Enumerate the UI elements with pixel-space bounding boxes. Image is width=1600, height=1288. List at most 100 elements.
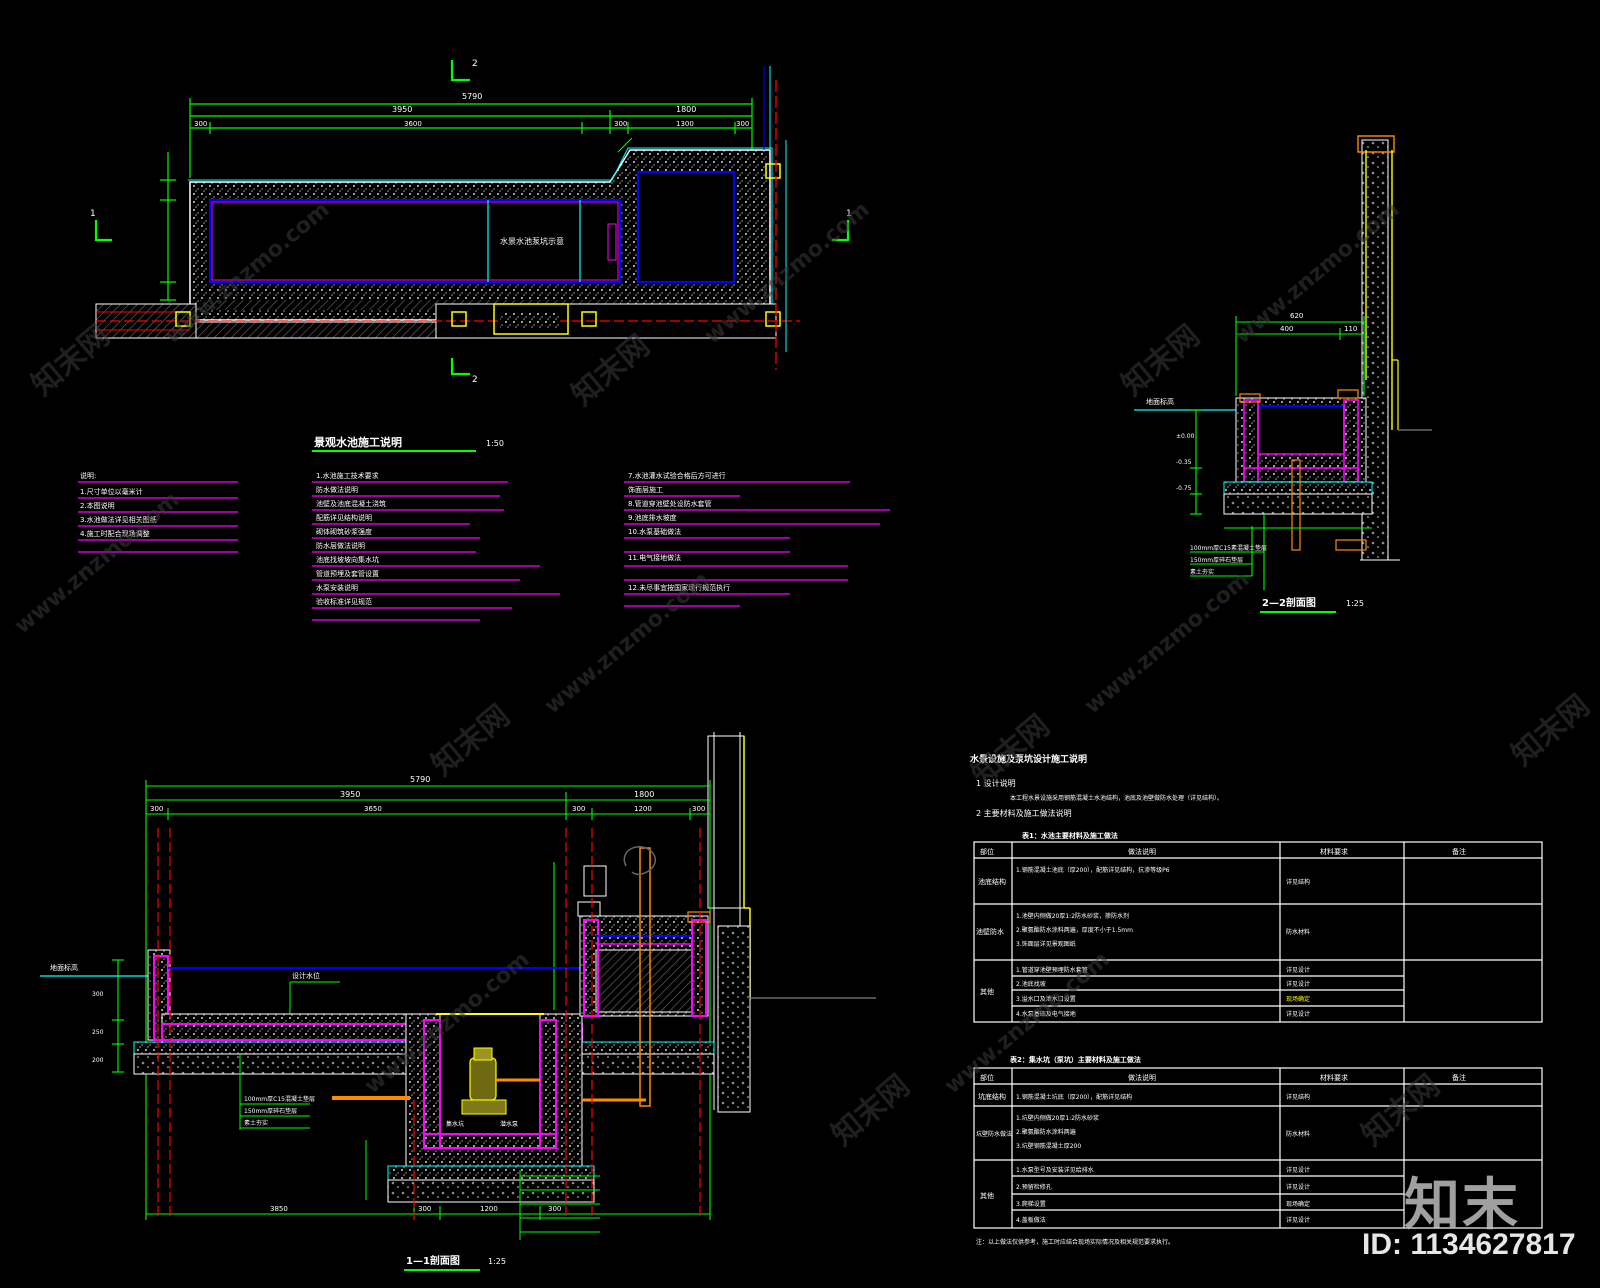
spec-title: 水景设施及泵坑设计施工说明 <box>970 753 1087 765</box>
table1-caption: 表1：水池主要材料及施工做法 <box>1021 831 1118 840</box>
plan-pump-pit <box>637 171 735 283</box>
notes-col1: 说明: 1.尺寸单位以毫米计 2.本图说明 3.水池做法详见相关图纸 4.施工时… <box>80 471 157 538</box>
section-1-1: 5790 3950 1800 300 3650 300 1200 300 385… <box>40 732 876 1271</box>
t2-r0-mat0: 详见结构 <box>1286 1093 1310 1101</box>
note-c3-1: 饰面层施工 <box>628 485 663 494</box>
section-label-2-top: 2 <box>472 59 478 69</box>
t2-r1-mat0: 防水材料 <box>1286 1130 1310 1138</box>
s1-left-label-3: 200 <box>92 1057 104 1064</box>
s2-title: 2—2剖面图 <box>1262 596 1316 609</box>
t1-h1: 做法说明 <box>1128 847 1156 856</box>
plan-dim-2b: 3600 <box>404 120 422 128</box>
note-c2-3: 配筋详见结构说明 <box>316 513 372 522</box>
note-c1-1: 1.尺寸单位以毫米计 <box>80 487 143 496</box>
table1 <box>973 841 1543 1023</box>
note-c1-4: 4.施工时配合现场调整 <box>80 529 150 538</box>
section-label-2-bottom: 2 <box>472 375 478 385</box>
t2-r2-text3: 4.盖板做法 <box>1016 1216 1046 1224</box>
s2-bottom-label-1: 150mm厚碎石垫层 <box>1190 556 1243 564</box>
t2-r2-mat1: 详见设计 <box>1286 1183 1310 1191</box>
table2-caption: 表2：集水坑（泵坑）主要材料及施工做法 <box>1009 1055 1141 1064</box>
s1-pump-label-1: 潜水泵 <box>500 1120 518 1128</box>
s1-water-label: 设计水位 <box>292 971 320 980</box>
section-label-1-right: 1 <box>846 209 852 219</box>
note-c2-8: 水泵安装说明 <box>316 583 358 592</box>
t2-r1-text1: 2.聚氨酯防水涂料两遍 <box>1016 1128 1076 1136</box>
plan-dim-pit: 1800 <box>676 105 696 114</box>
s2-bottom-label-0: 100mm厚C15素混凝土垫层 <box>1190 544 1267 552</box>
s1-bottom-label-1: 150mm厚碎石垫层 <box>244 1107 297 1115</box>
t1-r1-mat0: 防水材料 <box>1286 928 1310 936</box>
s1-dim-2e: 300 <box>692 805 705 813</box>
t2-h2: 材料要求 <box>1320 1073 1348 1082</box>
t2-r2-mat2: 现场确定 <box>1286 1200 1310 1208</box>
t2-r1-text2: 3.坑壁钢筋混凝土厚200 <box>1016 1142 1081 1150</box>
table2 <box>973 1067 1543 1229</box>
s1-dim-2d: 1200 <box>634 805 652 813</box>
section-label-1-left: 1 <box>90 209 96 219</box>
notes-col2: 1.水池施工技术要求 防水做法说明 池壁及池底混凝土浇筑 配筋详见结构说明 砌体… <box>316 471 386 606</box>
brand-logo-text: 知末 <box>1404 1173 1520 1238</box>
plan-room-label: 水景水池泵坑示意 <box>500 236 564 246</box>
t2-r1-text0: 1.坑壁内侧做20厚1:2防水砂浆 <box>1016 1114 1099 1122</box>
s2-scale: 1:25 <box>1346 599 1364 608</box>
t1-r0-text0: 1.钢筋混凝土池底（厚200），配筋详见结构，抗渗等级P6 <box>1016 866 1170 874</box>
t2-h3: 备注 <box>1452 1073 1466 1082</box>
submersible-pump-icon <box>461 1047 540 1115</box>
t1-r2-mat3: 详见设计 <box>1286 1010 1310 1018</box>
note-c2-9: 验收标准详见规范 <box>316 597 372 606</box>
t2-r2-text2: 3.爬梯设置 <box>1016 1200 1046 1208</box>
notes-title: 景观水池施工说明 <box>313 435 402 449</box>
s1-left-label-1: 300 <box>92 991 104 998</box>
s2-left-label-1: ±0.00 <box>1176 433 1195 440</box>
spec-item1: 1 设计说明 <box>976 778 1016 788</box>
s1-dim-b2: 1200 <box>480 1205 498 1213</box>
t1-r1-text0: 1.池壁内侧做20厚1:2防水砂浆，掺防水剂 <box>1016 912 1129 920</box>
section-mark-2-bottom <box>450 358 470 376</box>
note-c3-3: 9.池底排水坡度 <box>628 513 677 522</box>
t1-h2: 材料要求 <box>1320 847 1348 856</box>
spec-item2: 2 主要材料及施工做法说明 <box>976 808 1072 818</box>
t1-r2-mat2: 现场确定 <box>1286 995 1310 1003</box>
t1-r1-part: 池壁防水 <box>976 927 1004 936</box>
s1-title: 1—1剖面图 <box>406 1254 460 1267</box>
s1-left-label-0: 地面标高 <box>50 963 78 972</box>
s1-dim-pool: 3950 <box>340 790 360 799</box>
t2-r2-text1: 2.预留检修孔 <box>1016 1183 1052 1191</box>
note-c3-2: 8.管道穿池壁处设防水套管 <box>628 499 712 508</box>
section-mark-2-top <box>450 60 470 82</box>
note-c1-3: 3.水池做法详见相关图纸 <box>80 515 157 524</box>
construction-notes: 景观水池施工说明 1:50 说明: 1.尺寸单位以毫米计 2.本图说明 3.水池… <box>78 435 890 621</box>
s1-dim-b1: 300 <box>418 1205 431 1213</box>
plan-pool-basin <box>209 199 621 283</box>
note-c3-4: 10.水泵基础做法 <box>628 527 681 536</box>
s1-dim-b3: 300 <box>548 1205 561 1213</box>
spec-item1-text: 本工程水景设施采用钢筋混凝土水池结构，池底及池壁做防水处理（详见结构）。 <box>1010 794 1223 802</box>
plan-dim-2e: 300 <box>736 120 749 128</box>
notes-scale: 1:50 <box>486 439 504 448</box>
note-c2-0: 1.水池施工技术要求 <box>316 471 379 480</box>
plan-dim-2c: 300 <box>614 120 627 128</box>
note-c2-1: 防水做法说明 <box>316 485 358 494</box>
note-c2-7: 管道预埋及套管设置 <box>316 569 379 578</box>
plan-view: 5790 3950 1800 300 3600 300 1300 300 2 2… <box>90 59 852 385</box>
t1-r2-part: 其他 <box>980 987 994 996</box>
t1-r1-text1: 2.聚氨酯防水涂料两遍，厚度不小于1.5mm <box>1016 926 1133 934</box>
s2-left-label-0: 地面标高 <box>1146 397 1174 406</box>
section-2-2: 620 400 110 地面标高 ±0.00 -0.35 -0.75 100mm… <box>1134 135 1432 613</box>
note-c3-6: 12.未尽事宜按国家现行规范执行 <box>628 583 730 592</box>
s1-bottom-label-0: 100mm厚C15混凝土垫层 <box>244 1095 315 1103</box>
t1-r0-mat0: 详见结构 <box>1286 878 1310 886</box>
t1-r2-text1: 2.池底找坡 <box>1016 980 1046 988</box>
plan-dim-2a: 300 <box>194 120 207 128</box>
s1-bottom-label-2: 素土夯实 <box>244 1119 268 1127</box>
t1-r1-text2: 3.饰面层详见景观图纸 <box>1016 940 1076 948</box>
notes-col3: 7.水池灌水试验合格后方可进行 饰面层施工 8.管道穿池壁处设防水套管 9.池底… <box>628 471 730 592</box>
note-c3-0: 7.水池灌水试验合格后方可进行 <box>628 471 726 480</box>
s2-left-label-2: -0.35 <box>1176 459 1192 466</box>
note-c1-0: 说明: <box>80 471 96 480</box>
spec-sheet: 水景设施及泵坑设计施工说明 1 设计说明 本工程水景设施采用钢筋混凝土水池结构，… <box>970 753 1543 1246</box>
t2-r2-mat3: 详见设计 <box>1286 1216 1310 1224</box>
t2-r2-part: 其他 <box>980 1191 994 1200</box>
